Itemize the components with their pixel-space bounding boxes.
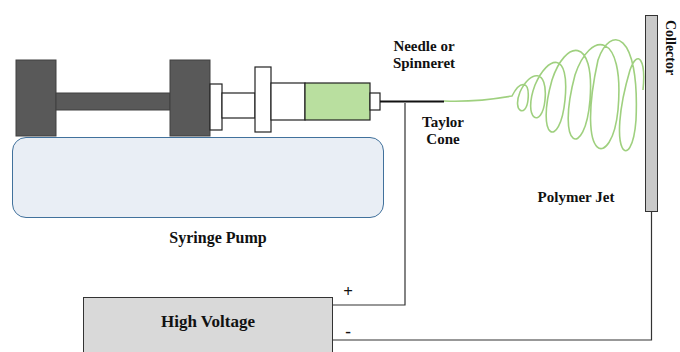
collector-plate-label: Collector: [662, 20, 678, 75]
syringe-pump-label: Syringe Pump: [53, 229, 383, 247]
plunger-pusher: [210, 84, 222, 130]
taylor-cone-label: Taylor Cone: [410, 114, 476, 149]
polymer-jet: [444, 40, 644, 151]
ground-wire: [333, 212, 652, 340]
collector-plate: Collector: [645, 15, 658, 212]
syringe-barrel: [271, 83, 305, 120]
pump-frame-block: [170, 60, 210, 136]
needle: [380, 100, 444, 102]
negative-sign: -: [338, 322, 358, 342]
syringe-pump: Syringe Pump: [12, 137, 384, 218]
high-voltage-supply: High Voltage: [83, 297, 333, 352]
pump-frame-block: [16, 60, 56, 136]
needle-label: Needle or Spinneret: [372, 38, 476, 73]
high-voltage-supply-label: High Voltage: [161, 312, 255, 332]
polymer-solution: [305, 83, 370, 120]
syringe-tip: [370, 93, 380, 110]
plunger-rod: [222, 93, 255, 118]
pump-rod: [56, 93, 170, 110]
positive-sign: +: [338, 282, 358, 302]
polymer-jet-label: Polymer Jet: [520, 189, 632, 206]
syringe-flange: [255, 67, 271, 132]
